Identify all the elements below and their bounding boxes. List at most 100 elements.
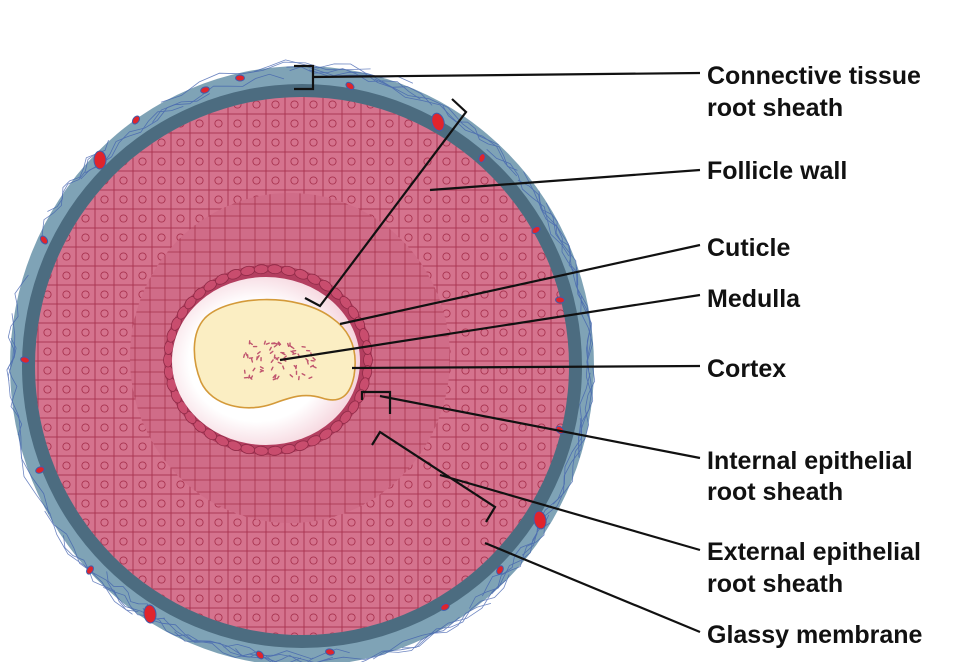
connective-fiber bbox=[152, 73, 285, 123]
label-external-line1: External epithelial bbox=[707, 538, 921, 566]
medulla-speck bbox=[244, 352, 248, 357]
blood-vessel bbox=[533, 510, 547, 530]
leader-internal bbox=[360, 390, 701, 460]
blood-vessel bbox=[200, 86, 210, 94]
label-cuticle: Cuticle bbox=[707, 234, 790, 262]
medulla-speck bbox=[256, 355, 260, 359]
connective-fiber bbox=[537, 372, 591, 525]
medulla-speck bbox=[242, 353, 246, 358]
connective-fiber bbox=[442, 105, 518, 171]
connective-fiber bbox=[160, 61, 371, 103]
connective-fiber bbox=[578, 295, 594, 458]
medulla-speck bbox=[312, 357, 316, 361]
label-cortex: Cortex bbox=[707, 355, 786, 383]
connective-fiber bbox=[517, 179, 579, 286]
medulla-speck bbox=[277, 361, 282, 365]
medulla-speck bbox=[272, 378, 277, 381]
medulla-speck bbox=[249, 342, 254, 346]
medulla-speck bbox=[277, 341, 281, 346]
cuticle-beads bbox=[163, 264, 373, 456]
medulla-speck bbox=[257, 351, 261, 355]
label-connective-tissue-line1: Connective tissue bbox=[707, 62, 921, 90]
label-external-line2: root sheath bbox=[707, 570, 843, 598]
medulla-speck bbox=[276, 375, 280, 380]
medulla-speck bbox=[287, 342, 290, 347]
connective-fiber bbox=[63, 535, 139, 612]
leader-cuticle bbox=[339, 243, 701, 326]
connective-fiber bbox=[576, 267, 594, 458]
blood-vessel bbox=[131, 115, 141, 125]
medulla-speck bbox=[259, 370, 264, 373]
medulla-speck bbox=[259, 366, 264, 369]
connective-fiber bbox=[8, 337, 23, 436]
medulla-speckles bbox=[242, 340, 317, 381]
label-glassy-membrane: Glassy membrane bbox=[707, 621, 922, 649]
leader-external bbox=[371, 430, 701, 552]
medulla-speck bbox=[312, 365, 317, 369]
medulla-speck bbox=[252, 367, 256, 372]
blood-vessel bbox=[255, 650, 265, 660]
connective-fiber bbox=[491, 514, 550, 594]
medulla-speck bbox=[290, 350, 295, 354]
blood-vessel bbox=[431, 112, 445, 132]
label-connective-tissue-line2: root sheath bbox=[707, 94, 843, 122]
label-internal-line1: Internal epithelial bbox=[707, 447, 913, 475]
connective-fiber bbox=[552, 366, 596, 505]
blood-vessel bbox=[496, 565, 504, 575]
blood-vessel bbox=[86, 565, 94, 575]
leader-lines bbox=[279, 64, 701, 634]
medulla-speck bbox=[269, 350, 274, 354]
connective-fiber bbox=[402, 574, 510, 649]
medulla-speck bbox=[269, 346, 272, 351]
blood-vessel bbox=[20, 356, 30, 364]
connective-fiber bbox=[374, 78, 518, 177]
medulla-speck bbox=[308, 376, 313, 379]
blood-vessel bbox=[235, 74, 245, 82]
medulla-speck bbox=[282, 365, 285, 370]
blood-vessel bbox=[93, 150, 107, 170]
medulla-speck bbox=[274, 356, 279, 361]
connective-fiber bbox=[235, 648, 314, 662]
blood-vessel bbox=[325, 648, 335, 656]
medulla-speck bbox=[272, 374, 276, 379]
medulla-speck bbox=[273, 344, 278, 348]
medulla-speck bbox=[263, 340, 266, 345]
blood-vessel bbox=[478, 153, 486, 163]
leader-follicle-wall bbox=[304, 98, 701, 308]
connective-fiber bbox=[469, 522, 551, 609]
medulla-speck bbox=[293, 364, 297, 369]
medulla-speck bbox=[301, 373, 306, 376]
cuticle-bead bbox=[163, 352, 173, 368]
medulla-speck bbox=[250, 375, 254, 380]
blood-vessel bbox=[555, 296, 565, 304]
medulla-speck bbox=[292, 352, 297, 355]
blood-vessel bbox=[39, 235, 49, 245]
medulla-speck bbox=[283, 355, 287, 359]
medulla-speck bbox=[290, 346, 295, 350]
blood-vessel bbox=[345, 81, 355, 91]
leader-medulla bbox=[279, 293, 701, 362]
leader-cortex bbox=[351, 364, 701, 370]
medulla-speck bbox=[281, 352, 286, 356]
medulla-speck bbox=[310, 364, 314, 368]
blood-vessels bbox=[20, 74, 565, 660]
leader-glassy bbox=[484, 541, 701, 634]
blood-vessel bbox=[35, 466, 45, 474]
blood-vessel bbox=[440, 603, 450, 611]
connective-fiber bbox=[360, 579, 507, 662]
connective-fiber bbox=[286, 66, 421, 100]
medulla-speck bbox=[306, 360, 309, 365]
connective-fiber bbox=[7, 313, 50, 515]
label-medulla: Medulla bbox=[707, 285, 801, 313]
connective-fiber bbox=[44, 510, 155, 619]
blood-vessel bbox=[143, 604, 157, 624]
connective-fiber bbox=[308, 69, 499, 146]
medulla-speck bbox=[270, 359, 274, 363]
label-follicle-wall: Follicle wall bbox=[707, 157, 847, 185]
medulla-speck bbox=[265, 342, 270, 345]
leader-connective bbox=[294, 64, 701, 91]
medulla-speck bbox=[270, 366, 274, 371]
connective-fiber bbox=[142, 607, 256, 657]
medulla-speck bbox=[274, 342, 280, 345]
